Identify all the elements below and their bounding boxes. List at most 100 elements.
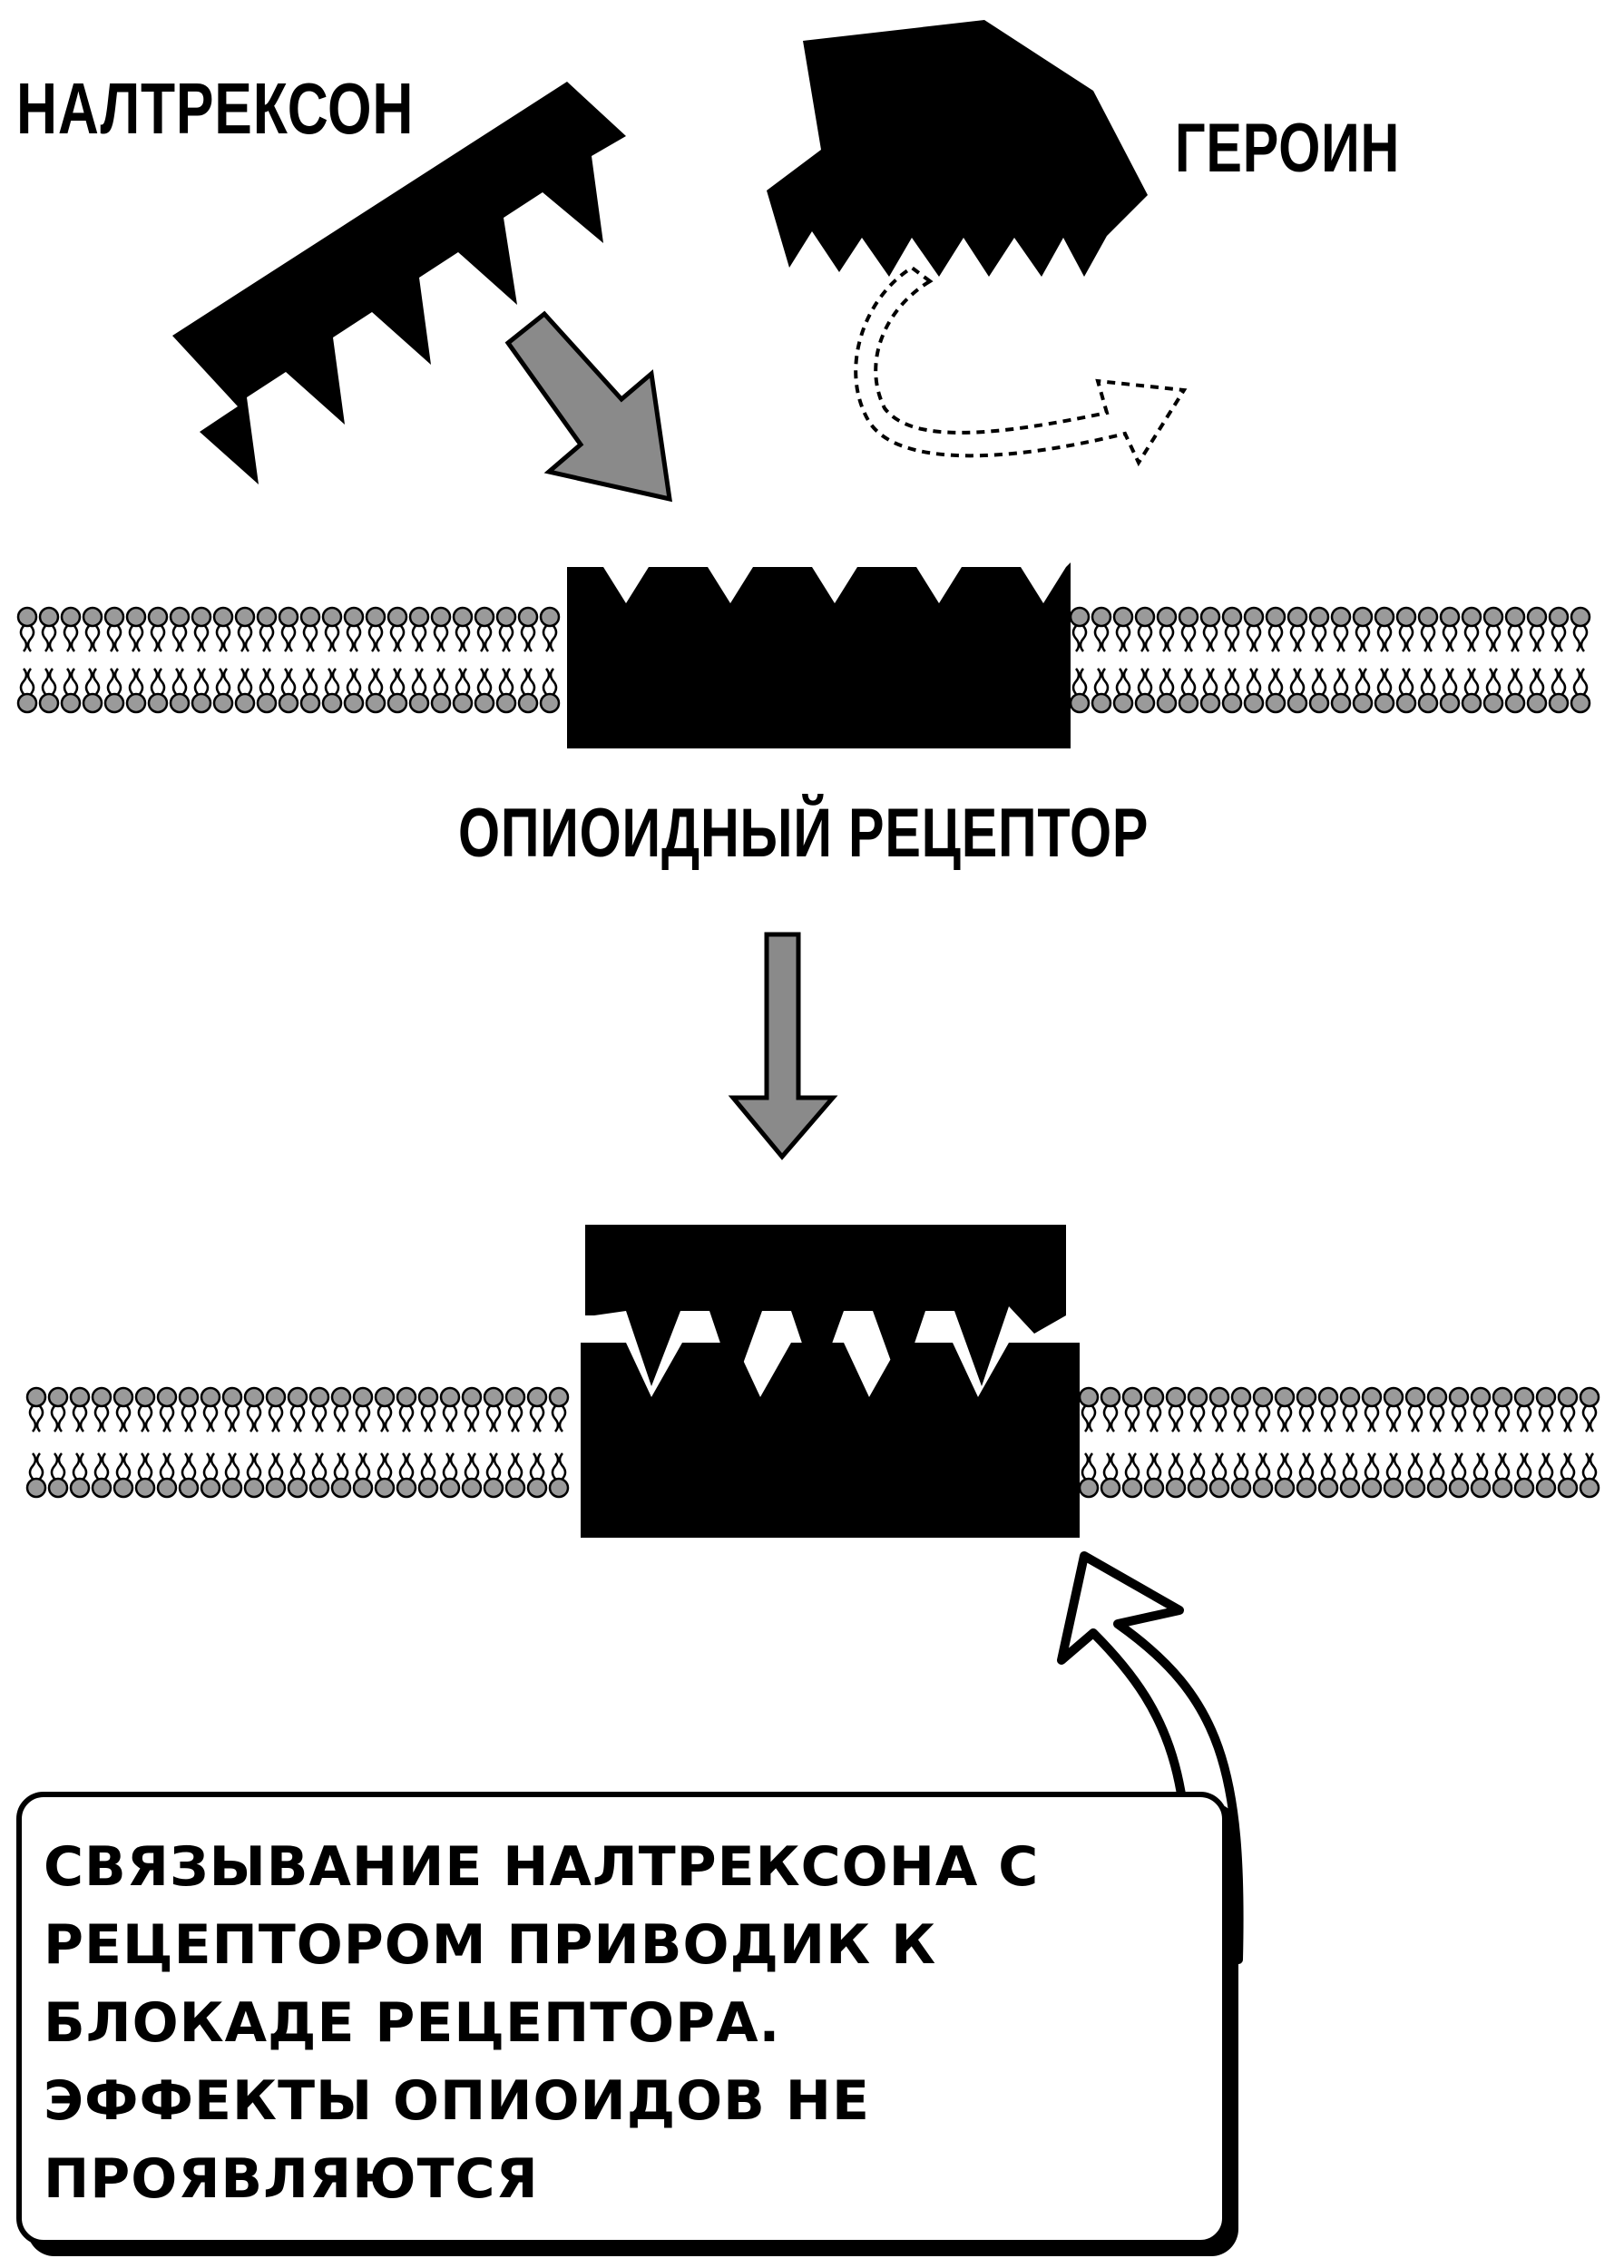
lipid-head — [1156, 606, 1178, 628]
lipid-tail — [237, 625, 253, 652]
lipid-tail — [63, 668, 79, 695]
lipid-head — [483, 1386, 504, 1408]
lipid-head — [1395, 606, 1417, 628]
opioid-receptor-label: ОПИОИДНЫЙ РЕЦЕПТОР — [458, 795, 1150, 872]
lipid-head — [1199, 606, 1221, 628]
lipid-head — [386, 606, 408, 628]
lipid-tail — [1581, 1405, 1598, 1432]
lipid-tail — [289, 1405, 306, 1432]
lipid-head — [265, 1386, 287, 1408]
lipid-tail — [355, 1405, 371, 1432]
lipid-head — [1112, 692, 1134, 714]
lipid-tail — [1333, 668, 1349, 695]
lipid-tail — [485, 1405, 502, 1432]
lipid-tail — [1159, 668, 1175, 695]
lipid-head — [125, 606, 147, 628]
lipid-tail — [498, 668, 514, 695]
lipid-head — [1417, 692, 1439, 714]
lipid-tail — [1267, 625, 1284, 652]
lipid-tail — [202, 1405, 219, 1432]
lipid-head — [1404, 1477, 1426, 1499]
lipid-tail — [411, 625, 427, 652]
lipid-head — [1417, 606, 1439, 628]
lipid-head — [1526, 606, 1548, 628]
lipid-tail — [1333, 625, 1349, 652]
lipid-tail — [215, 625, 231, 652]
lipid-tail — [1355, 668, 1371, 695]
lipid-head — [1296, 1477, 1317, 1499]
lipid-tail — [137, 1452, 153, 1480]
lipid-head — [156, 1386, 178, 1408]
lipid-tail — [41, 668, 57, 695]
lipid-tail — [19, 625, 35, 652]
lipid-head — [308, 1386, 330, 1408]
lipid-head — [91, 1477, 113, 1499]
lipid-head — [243, 1386, 265, 1408]
lipid-head — [278, 692, 299, 714]
lipid-head — [1426, 1477, 1448, 1499]
lipid-tail — [50, 1452, 66, 1480]
lipid-tail — [237, 668, 253, 695]
lipid-tail — [1146, 1452, 1162, 1480]
lipid-head — [1557, 1477, 1579, 1499]
membrane-top-phospholipid-bilayer-icon — [16, 606, 1591, 714]
lipid-tail — [442, 1405, 458, 1432]
lipid-tail — [1442, 625, 1458, 652]
lipid-tail — [128, 668, 144, 695]
lipid-tail — [159, 1452, 175, 1480]
lipid-tail — [1159, 625, 1175, 652]
lipid-tail — [1538, 1452, 1554, 1480]
lipid-tail — [1115, 625, 1131, 652]
lipid-head — [396, 1477, 417, 1499]
lipid-head — [352, 1477, 374, 1499]
lipid-head — [1361, 1477, 1383, 1499]
lipid-head — [200, 1477, 221, 1499]
lipid-tail — [1202, 625, 1218, 652]
lipid-head — [330, 1386, 352, 1408]
lipid-head — [60, 692, 82, 714]
lipid-tail — [289, 1452, 306, 1480]
lipid-tail — [1560, 1452, 1576, 1480]
lipid-head — [1439, 692, 1461, 714]
lipid-tail — [50, 1405, 66, 1432]
lipid-tail — [1180, 625, 1197, 652]
lipid-head — [1374, 692, 1395, 714]
lipid-tail — [1385, 1405, 1402, 1432]
lipid-tail — [1224, 668, 1240, 695]
lipid-tail — [128, 625, 144, 652]
lipid-head — [1078, 1477, 1100, 1499]
lipid-head — [430, 692, 452, 714]
lipid-tail — [1442, 668, 1458, 695]
lipid-head — [1221, 692, 1243, 714]
lipid-head — [1504, 606, 1526, 628]
lipid-head — [1548, 692, 1570, 714]
lipid-head — [113, 1477, 134, 1499]
lipid-head — [1470, 1477, 1492, 1499]
lipid-tail — [1342, 1452, 1358, 1480]
lipid-head — [147, 606, 169, 628]
lipid-head — [265, 1477, 287, 1499]
lipid-tail — [246, 1452, 262, 1480]
lipid-tail — [1093, 625, 1110, 652]
lipid-head — [256, 606, 278, 628]
lipid-head — [1461, 606, 1482, 628]
lipid-head — [365, 692, 386, 714]
lipid-tail — [1102, 1452, 1119, 1480]
lipid-tail — [106, 668, 122, 695]
lipid-head — [1091, 692, 1112, 714]
lipid-head — [1317, 1386, 1339, 1408]
naltrexone-molecule-icon — [172, 82, 626, 484]
lipid-head — [1286, 606, 1308, 628]
lipid-head — [1265, 692, 1286, 714]
lipid-head — [1352, 692, 1374, 714]
lipid-tail — [1189, 1452, 1206, 1480]
lipid-head — [16, 692, 38, 714]
lipid-head — [47, 1477, 69, 1499]
lipid-head — [474, 606, 495, 628]
lipid-head — [539, 692, 561, 714]
lipid-head — [287, 1477, 308, 1499]
lipid-head — [430, 606, 452, 628]
lipid-head — [386, 692, 408, 714]
caption-box — [16, 1792, 1228, 2245]
lipid-tail — [1115, 668, 1131, 695]
